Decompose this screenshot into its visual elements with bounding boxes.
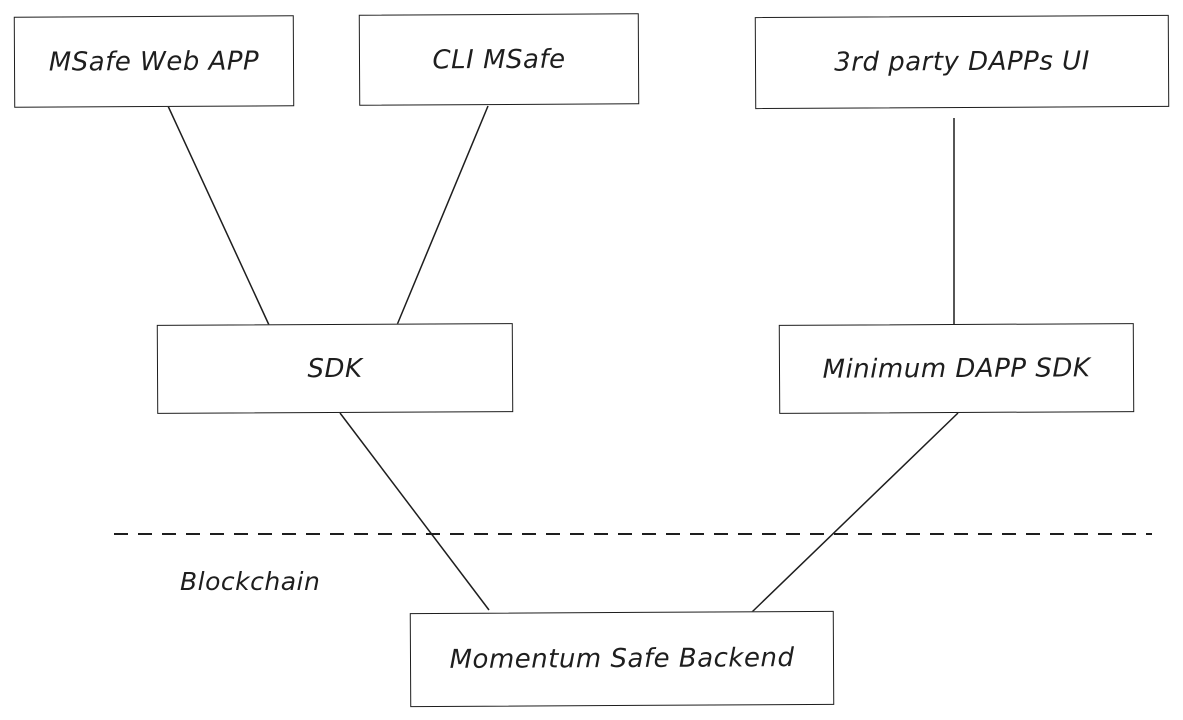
minimum-dapp-sdk-label: Minimum DAPP SDK	[822, 352, 1091, 385]
cli-msafe-box: CLI MSafe	[358, 13, 640, 106]
msafe-web-app-label: MSafe Web APP	[48, 45, 260, 78]
third-party-dapps-ui-box: 3rd party DAPPs UI	[754, 14, 1170, 110]
connector-webapp-sdk	[167, 105, 270, 326]
cli-msafe-label: CLI MSafe	[432, 44, 566, 75]
connector-minimum-sdk-backend	[751, 412, 959, 613]
momentum-safe-backend-box: Momentum Safe Backend	[409, 610, 835, 708]
minimum-dapp-sdk-box: Minimum DAPP SDK	[778, 323, 1135, 414]
sdk-box: SDK	[156, 323, 514, 414]
third-party-dapps-ui-label: 3rd party DAPPs UI	[834, 46, 1090, 78]
msafe-web-app-box: MSafe Web APP	[13, 15, 295, 108]
connector-sdk-backend	[339, 412, 490, 611]
momentum-safe-backend-label: Momentum Safe Backend	[449, 643, 795, 675]
sdk-label: SDK	[307, 353, 363, 384]
connector-cli-sdk	[396, 105, 489, 326]
blockchain-label: Blockchain	[180, 567, 321, 596]
